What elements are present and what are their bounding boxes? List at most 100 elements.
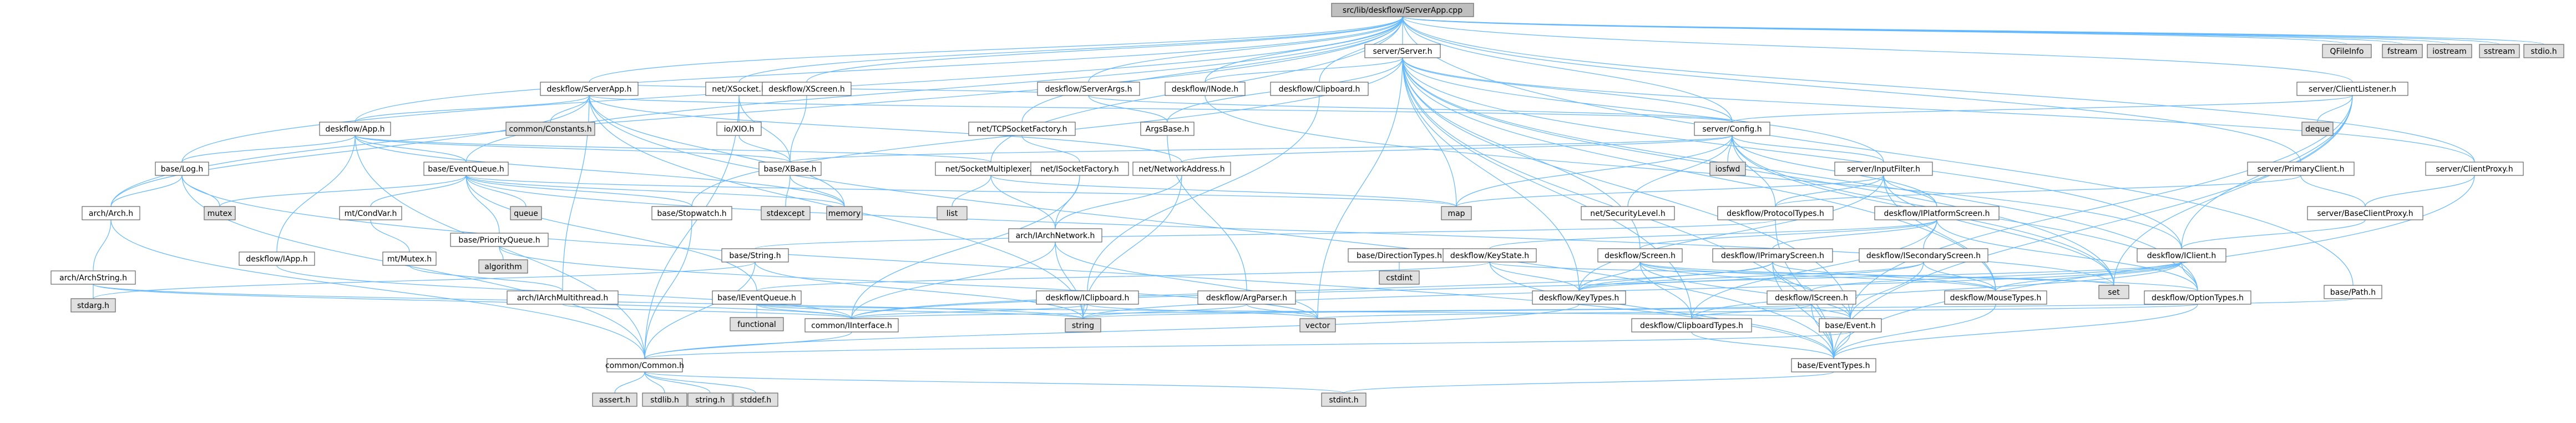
node-box [1859, 248, 1988, 263]
node-ArchH[interactable]: arch/Arch.h [82, 206, 140, 220]
node-XBase[interactable]: base/XBase.h [758, 162, 822, 176]
node-ServerArgs[interactable]: deskflow/ServerArgs.h [1037, 82, 1140, 96]
edge-Log_h-to-ArchH [110, 175, 183, 207]
node-Stopwatch[interactable]: base/Stopwatch.h [651, 206, 732, 220]
node-server_server[interactable]: server/Server.h [1364, 44, 1441, 58]
edge-IPlatformScreen-to-OptionTypes [1936, 219, 2198, 291]
node-ArchString[interactable]: arch/ArchString.h [50, 270, 136, 285]
node-label: arch/Arch.h [89, 209, 133, 218]
node-IApp[interactable]: deskflow/IApp.h [239, 251, 315, 266]
node-ArgsBase[interactable]: ArgsBase.h [1140, 122, 1195, 136]
edge-ArchH-to-ArchString [93, 219, 112, 271]
node-ArgParser[interactable]: deskflow/ArgParser.h [1197, 290, 1296, 305]
node-box [2324, 285, 2382, 299]
edge-ServerApp_h-to-NetworkAddress [589, 95, 1182, 163]
node-IArchMultithread[interactable]: arch/IArchMultithread.h [507, 290, 619, 305]
node-label: map [1448, 209, 1465, 218]
node-label: base/DirectionTypes.h [1357, 251, 1442, 260]
node-label: set [2108, 288, 2120, 297]
node-label: server/PrimaryClient.h [2258, 165, 2345, 174]
node-ISocketFactory[interactable]: net/ISocketFactory.h [1030, 162, 1129, 176]
node-sstream: sstream [2479, 44, 2520, 58]
node-box [2296, 82, 2408, 96]
node-IScreen[interactable]: deskflow/IScreen.h [1767, 290, 1856, 305]
edge-IPrimaryScreen-to-EventTypes [1772, 261, 1834, 359]
node-SecurityLevel[interactable]: net/SecurityLevel.h [1581, 206, 1675, 220]
node-TCPSocketFactory[interactable]: net/TCPSocketFactory.h [968, 122, 1076, 136]
node-label: deskflow/ClipboardTypes.h [1640, 321, 1743, 330]
node-label: arch/ArchString.h [59, 274, 127, 283]
node-EventQueue_base[interactable]: base/EventQueue.h [423, 162, 509, 176]
node-layer: src/lib/deskflow/ServerApp.cppserver/Ser… [50, 3, 2564, 407]
node-IInterface[interactable]: common/IInterface.h [804, 318, 899, 333]
node-ClientListener[interactable]: server/ClientListener.h [2296, 82, 2408, 96]
node-SocketMultiplexer[interactable]: net/SocketMultiplexer.h [935, 162, 1047, 176]
node-ProtocolTypes[interactable]: deskflow/ProtocolTypes.h [1717, 206, 1834, 220]
edge-root-to-XSocket [738, 16, 1403, 83]
node-IClient[interactable]: deskflow/IClient.h [2137, 248, 2226, 263]
node-label: deskflow/XScreen.h [768, 85, 845, 94]
edge-KeyState-to-EventTypes [1489, 261, 1834, 359]
node-box [1834, 162, 1933, 176]
node-ServerApp_h[interactable]: deskflow/ServerApp.h [540, 82, 639, 96]
node-label: server/InputFilter.h [1847, 165, 1920, 174]
node-IPrimaryScreen[interactable]: deskflow/IPrimaryScreen.h [1712, 248, 1833, 263]
node-CondVar[interactable]: mt/CondVar.h [339, 206, 402, 220]
edge-ISecondaryScreen-to-EventH [1850, 261, 1924, 319]
node-IArchNetwork[interactable]: arch/IArchNetwork.h [1008, 228, 1102, 243]
node-XIO[interactable]: io/XIO.h [716, 122, 762, 136]
node-EventTypes[interactable]: base/EventTypes.h [1791, 358, 1876, 372]
node-OptionTypes[interactable]: deskflow/OptionTypes.h [2144, 290, 2251, 305]
edge-ArgParser-to-vector [1246, 304, 1318, 319]
node-label: net/SecurityLevel.h [1590, 209, 1665, 218]
node-XSocket[interactable]: net/XSocket.h [705, 82, 773, 96]
node-MouseTypes[interactable]: deskflow/MouseTypes.h [1944, 290, 2047, 305]
node-ISecondaryScreen[interactable]: deskflow/ISecondaryScreen.h [1859, 248, 1988, 263]
edge-Clipboard_h-to-IClipboard [1087, 95, 1320, 291]
node-IClipboard[interactable]: deskflow/IClipboard.h [1036, 290, 1139, 305]
edge-BaseString-to-string [755, 261, 1084, 319]
node-CommonH[interactable]: common/Common.h [605, 358, 684, 372]
node-IPlatformScreen[interactable]: deskflow/IPlatformScreen.h [1874, 206, 2000, 220]
node-NetworkAddress[interactable]: net/NetworkAddress.h [1132, 162, 1231, 176]
node-DirectionTypes[interactable]: base/DirectionTypes.h [1348, 248, 1451, 263]
node-BaseString[interactable]: base/String.h [721, 248, 789, 263]
node-Log_h[interactable]: base/Log.h [155, 162, 209, 176]
node-box [937, 206, 968, 220]
node-box [2247, 162, 2355, 176]
node-box [155, 162, 209, 176]
node-XScreen[interactable]: deskflow/XScreen.h [762, 82, 852, 96]
node-stdio: stdio.h [2523, 44, 2564, 58]
edge-KeyState-to-KeyTypes [1489, 261, 1580, 291]
edge-root-to-ArchH [110, 16, 1403, 207]
node-PrimaryClient[interactable]: server/PrimaryClient.h [2247, 162, 2355, 176]
node-INode[interactable]: deskflow/INode.h [1165, 82, 1246, 96]
edge-BaseString-to-CommonH [644, 261, 756, 359]
edge-KeyTypes-to-CommonH [644, 304, 1580, 359]
node-ScreenH[interactable]: deskflow/Screen.h [1597, 248, 1683, 263]
node-KeyState[interactable]: deskflow/KeyState.h [1443, 248, 1537, 263]
edge-XScreen-to-XBase [789, 95, 807, 163]
node-App_h[interactable]: deskflow/App.h [319, 122, 391, 136]
node-EventQueue_if[interactable]: base/IEventQueue.h [712, 290, 802, 305]
node-EventH[interactable]: base/Event.h [1819, 318, 1882, 333]
node-KeyTypes[interactable]: deskflow/KeyTypes.h [1532, 290, 1626, 305]
node-PathH[interactable]: base/Path.h [2324, 285, 2382, 299]
node-box [935, 162, 1047, 176]
node-ClientProxy[interactable]: server/ClientProxy.h [2425, 162, 2524, 176]
node-Config_h[interactable]: server/Config.h [1694, 122, 1770, 136]
node-PriorityQueue[interactable]: base/PriorityQueue.h [450, 233, 549, 247]
edge-EventQueue_base-to-set [465, 175, 2114, 286]
edge-XIO-to-XBase [738, 135, 791, 163]
node-InputFilter[interactable]: server/InputFilter.h [1834, 162, 1933, 176]
node-label: net/TCPSocketFactory.h [977, 125, 1067, 134]
node-label: common/IInterface.h [811, 321, 892, 330]
edge-EventQueue_base-to-map [465, 175, 1457, 207]
node-Clipboard_h[interactable]: deskflow/Clipboard.h [1270, 82, 1369, 96]
edge-root-to-XScreen [806, 16, 1403, 83]
node-MutexH[interactable]: mt/Mutex.h [382, 251, 437, 266]
node-label: deskflow/ISecondaryScreen.h [1866, 251, 1981, 260]
node-BaseClientProxy[interactable]: server/BaseClientProxy.h [2307, 206, 2423, 220]
node-ClipboardTypes[interactable]: deskflow/ClipboardTypes.h [1631, 318, 1752, 333]
